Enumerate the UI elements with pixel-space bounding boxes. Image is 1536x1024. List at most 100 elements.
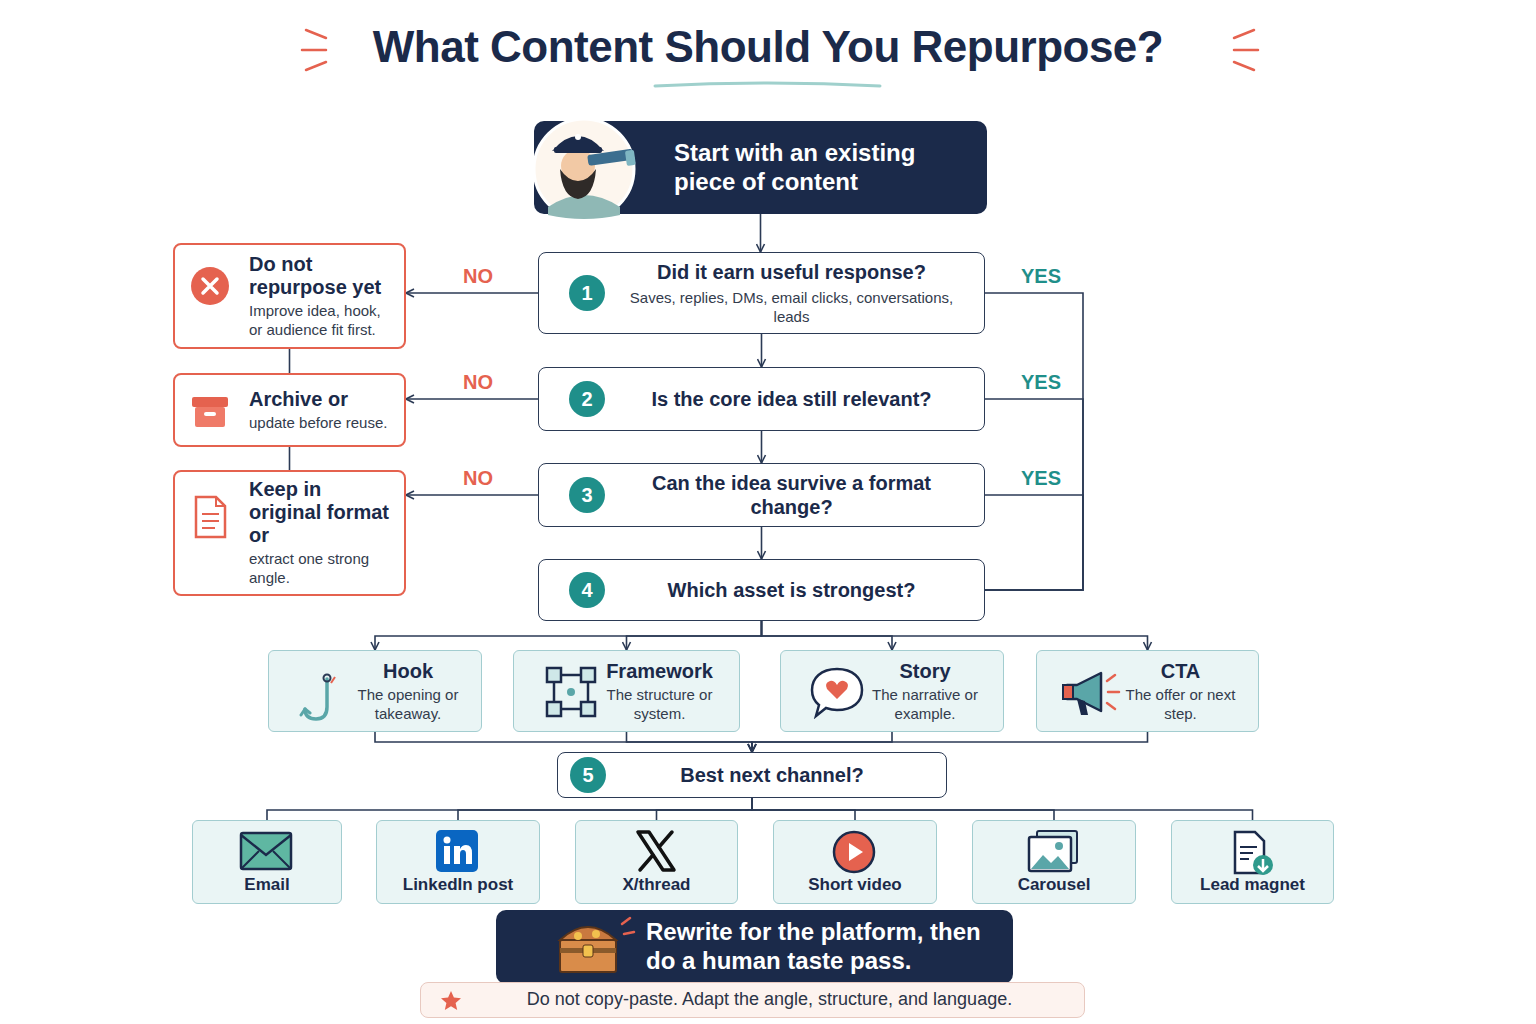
connector [985, 293, 1083, 590]
node-heading: Do not copy-paste. Adapt the angle, stru… [527, 989, 1012, 1011]
cta-drawing [1061, 665, 1123, 721]
node-body: The offer or next step. [1111, 686, 1250, 724]
node-body: Improve idea, hook, or audience fit firs… [249, 302, 396, 340]
node-heading: Lead magnet [1200, 875, 1305, 895]
carousel-drawing [1025, 829, 1081, 873]
node-body: extract one strong angle. [249, 550, 396, 588]
node-body: Saves, replies, DMs, email clicks, conve… [619, 288, 964, 327]
connector [752, 798, 1253, 820]
connector [406, 292, 538, 294]
node-heading: Best next channel? [680, 763, 863, 787]
step-number: 4 [569, 572, 605, 608]
decision-box: Can the idea survive a format change? 3 [538, 463, 985, 527]
star-icon [439, 989, 463, 1013]
hook-drawing [299, 673, 339, 725]
channel-box: LinkedIn post [376, 820, 540, 904]
step-number: 3 [569, 477, 605, 513]
chest-icon [548, 912, 638, 976]
channel-box: X/thread [575, 820, 738, 904]
tip-note: Do not copy-paste. Adapt the angle, stru… [420, 982, 1085, 1018]
edge-label: YES [1017, 264, 1065, 288]
node-heading: Can the idea survive a format change? [619, 471, 964, 519]
edge-label: NO [459, 370, 497, 394]
asset-box: HookThe opening or takeaway. [268, 650, 482, 732]
connector [985, 495, 1083, 590]
title: What Content Should You Repurpose? [0, 22, 1536, 72]
node-heading: X/thread [622, 875, 690, 895]
archive-icon [189, 393, 231, 431]
node-heading: Do not repurpose yet [249, 253, 396, 299]
connector [375, 732, 752, 752]
pirate-drawing [526, 111, 646, 223]
decision-box: Which asset is strongest? 4 [538, 559, 985, 621]
framework-drawing [544, 665, 598, 719]
x-icon [634, 829, 678, 873]
video-icon [831, 829, 877, 875]
doc-drawing [191, 494, 229, 540]
outcome-box: Archive orupdate before reuse. [173, 373, 406, 447]
connector [752, 732, 1148, 752]
edge-label: YES [1017, 466, 1065, 490]
connector [985, 399, 1083, 590]
node-heading: 4 [581, 580, 592, 600]
carousel-icon [1025, 829, 1081, 873]
framework-icon [544, 665, 598, 719]
node-heading: 2 [581, 389, 592, 409]
connector [406, 494, 538, 496]
node-heading: 3 [581, 485, 592, 505]
node-heading: CTA [1161, 659, 1201, 683]
node-heading: Which asset is strongest? [668, 578, 916, 602]
xcircle-drawing [189, 265, 231, 307]
connector [761, 431, 763, 463]
xcircle-icon [189, 265, 231, 307]
node-body: The structure or system. [588, 686, 731, 724]
node-heading: Carousel [1018, 875, 1091, 895]
node-body: The opening or takeaway. [343, 686, 473, 724]
linkedin-drawing [435, 829, 479, 873]
node-heading: LinkedIn post [403, 875, 514, 895]
video-drawing [831, 829, 877, 875]
linkedin-icon [435, 829, 479, 873]
node-body: update before reuse. [249, 414, 396, 433]
node-heading: Short video [808, 875, 902, 895]
node-heading: 1 [581, 283, 592, 303]
summary-banner: Rewrite for the platform, then do a huma… [496, 910, 1013, 984]
channel-box: Email [192, 820, 342, 904]
edge-label: NO [459, 466, 497, 490]
connector [762, 621, 1148, 650]
connector [752, 798, 1054, 820]
connector [761, 527, 763, 559]
node-heading: Did it earn useful response? [657, 260, 926, 284]
connector [657, 798, 753, 820]
step-number: 5 [570, 757, 606, 793]
connector [375, 621, 762, 650]
edge-label: YES [1017, 370, 1065, 394]
connector [761, 334, 763, 367]
node-heading: Email [244, 875, 289, 895]
outcome-box: Do not repurpose yetImprove idea, hook, … [173, 243, 406, 349]
channel-box: Carousel [972, 820, 1136, 904]
node-heading: Keep in original format or [249, 478, 396, 547]
title-underline [655, 83, 880, 86]
cta-icon [1061, 665, 1123, 721]
connector [267, 798, 752, 820]
connector [458, 798, 752, 820]
asset-box: StoryThe narrative or example. [780, 650, 1004, 732]
outcome-box: Keep in original format orextract one st… [173, 470, 406, 596]
connector [752, 798, 855, 820]
asset-box: CTA The offer or next step. [1036, 650, 1259, 732]
archive-drawing [189, 393, 231, 431]
hook-icon [299, 673, 339, 725]
node-heading: Story [899, 659, 950, 683]
story-icon [809, 665, 865, 719]
x-drawing [634, 829, 678, 873]
connector [289, 349, 291, 373]
connector [760, 214, 762, 252]
node-heading: Is the core idea still relevant? [651, 387, 931, 411]
channel-box: Lead magnet [1171, 820, 1334, 904]
edge-label: NO [459, 264, 497, 288]
step-number: 2 [569, 381, 605, 417]
magnet-drawing [1229, 829, 1275, 877]
node-heading: Start with an existing piece of content [674, 139, 971, 197]
node-heading: Rewrite for the platform, then do a huma… [646, 918, 997, 976]
